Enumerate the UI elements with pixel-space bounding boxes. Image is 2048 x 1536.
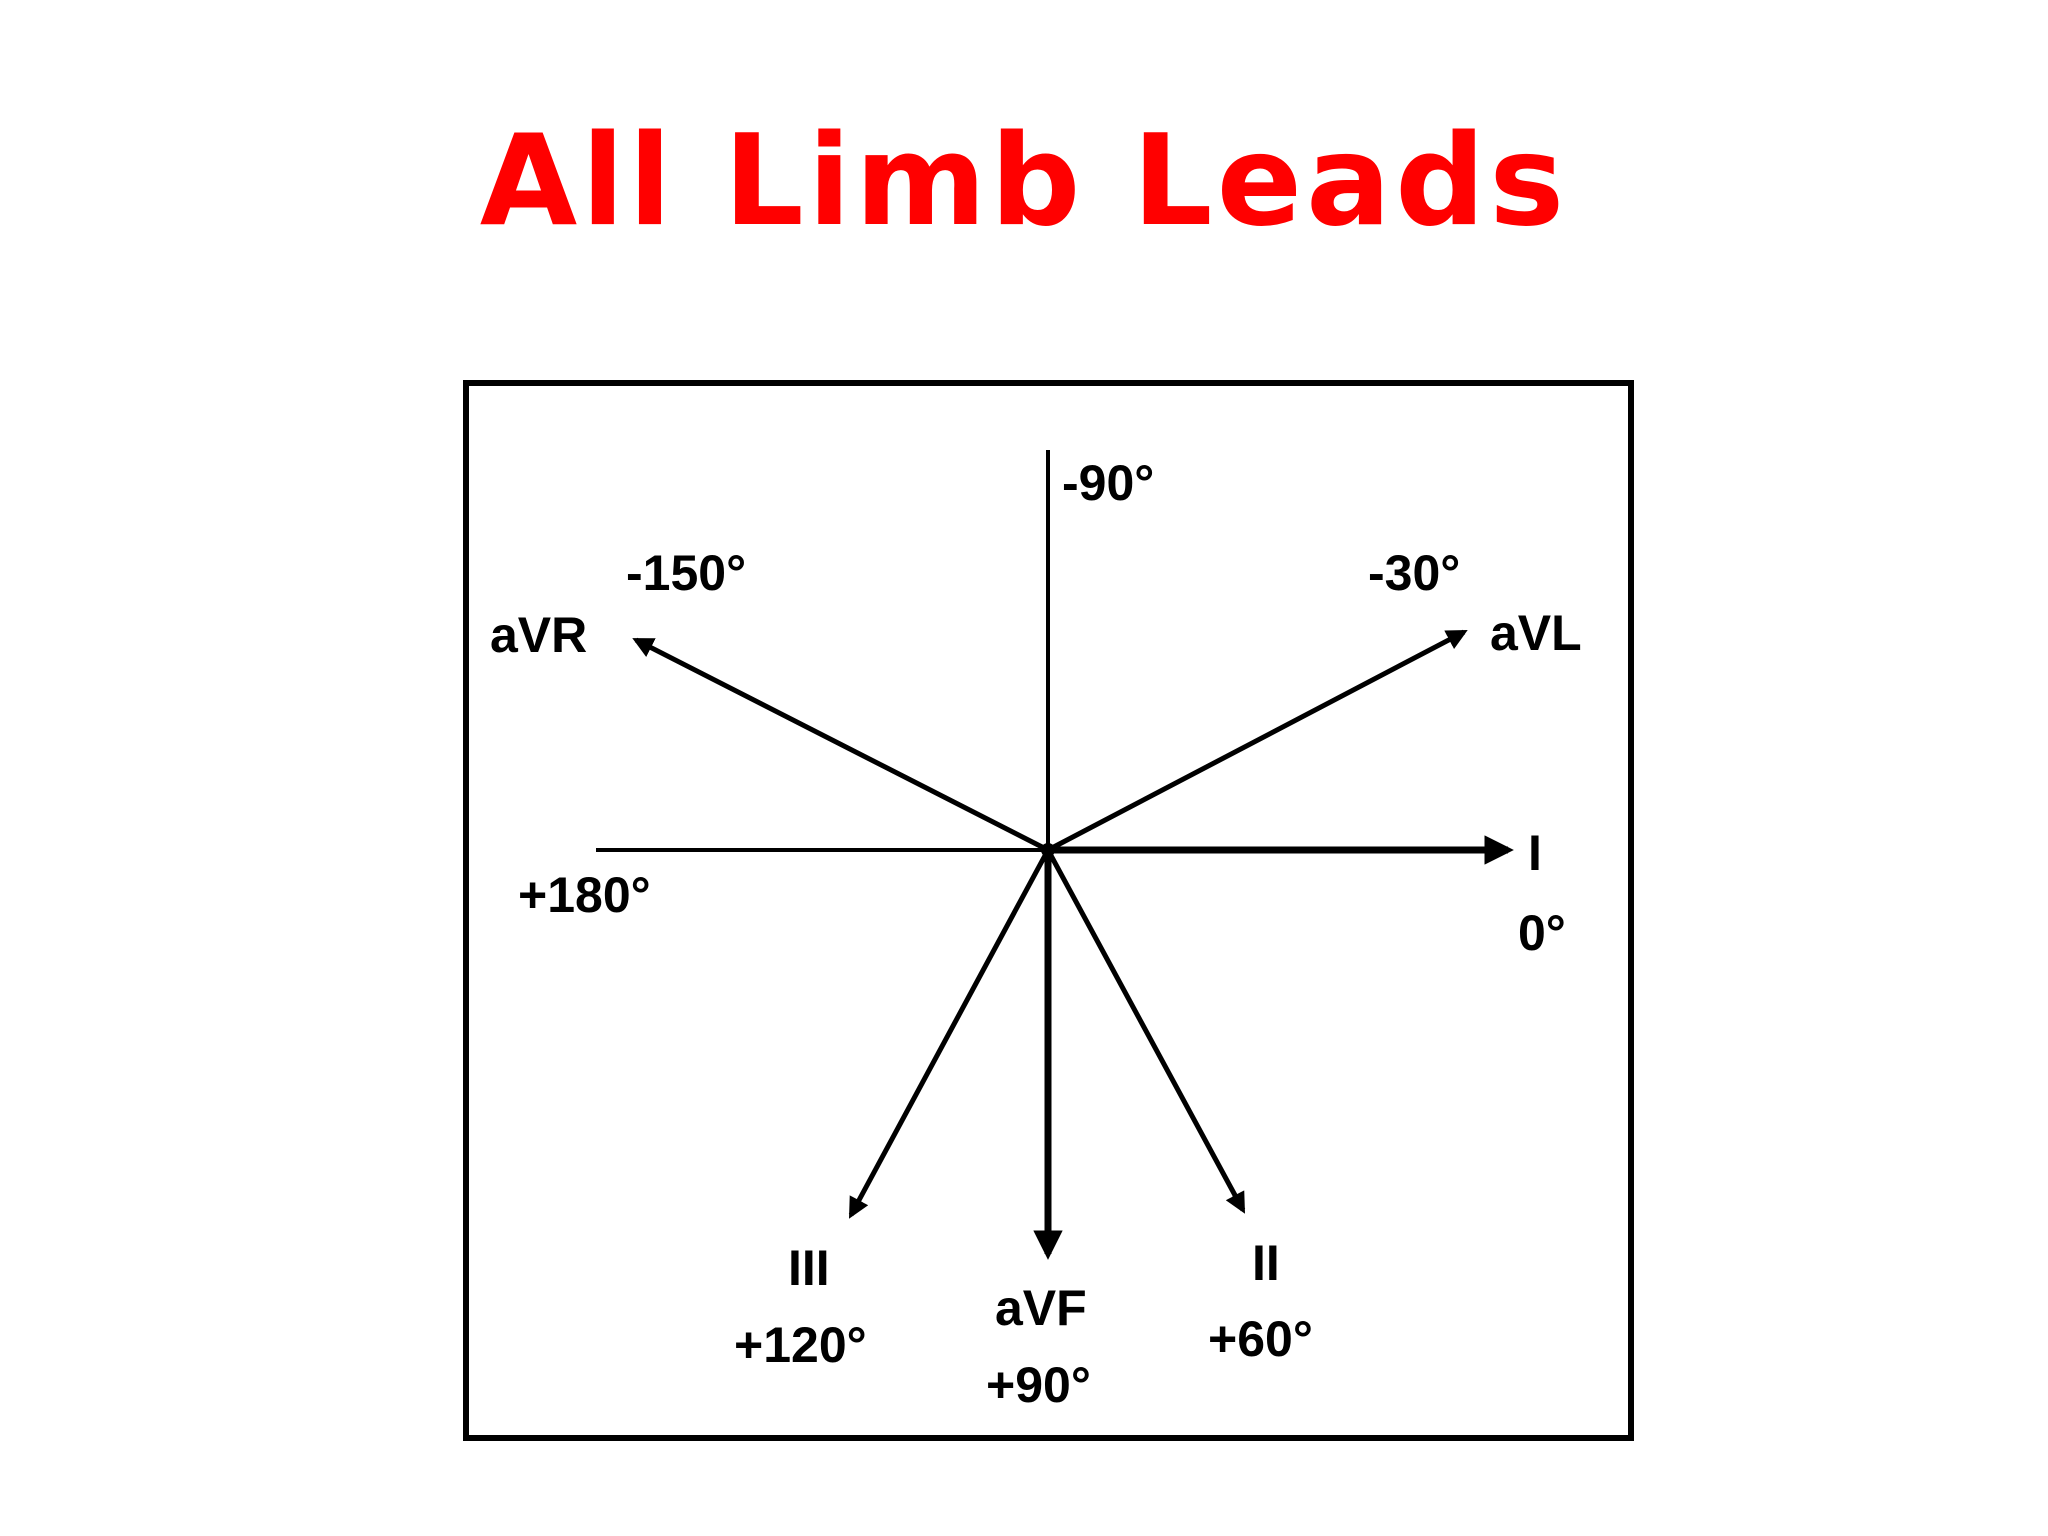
- lead-aVL-angle: -30°: [1368, 545, 1460, 601]
- lead-III-arrow: [848, 848, 1051, 1219]
- lead-I-angle: 0°: [1518, 905, 1566, 961]
- lead-III-name: III: [788, 1240, 830, 1296]
- lead-aVR-name: aVR: [490, 607, 587, 663]
- lead-II-name: II: [1252, 1235, 1280, 1291]
- lead-II-arrow: [1045, 848, 1246, 1214]
- lead-I-name: I: [1528, 825, 1542, 881]
- lead-II-angle: +60°: [1208, 1311, 1313, 1367]
- slide-title: All Limb Leads: [479, 107, 1569, 254]
- lead-aVF-angle: +90°: [986, 1357, 1091, 1413]
- lead-III-angle: +120°: [734, 1317, 867, 1373]
- vertical-axis-label: -90°: [1062, 455, 1154, 511]
- origin-dot: [1041, 843, 1055, 857]
- lead-aVR-arrow: [632, 637, 1050, 853]
- horizontal-axis-label: +180°: [518, 867, 651, 923]
- diagram-frame: [463, 380, 1634, 1441]
- lead-aVL-name: aVL: [1490, 605, 1582, 661]
- lead-aVR-angle: -150°: [626, 545, 746, 601]
- lead-aVF-name: aVF: [995, 1280, 1087, 1336]
- lead-aVL-arrow: [1046, 629, 1468, 853]
